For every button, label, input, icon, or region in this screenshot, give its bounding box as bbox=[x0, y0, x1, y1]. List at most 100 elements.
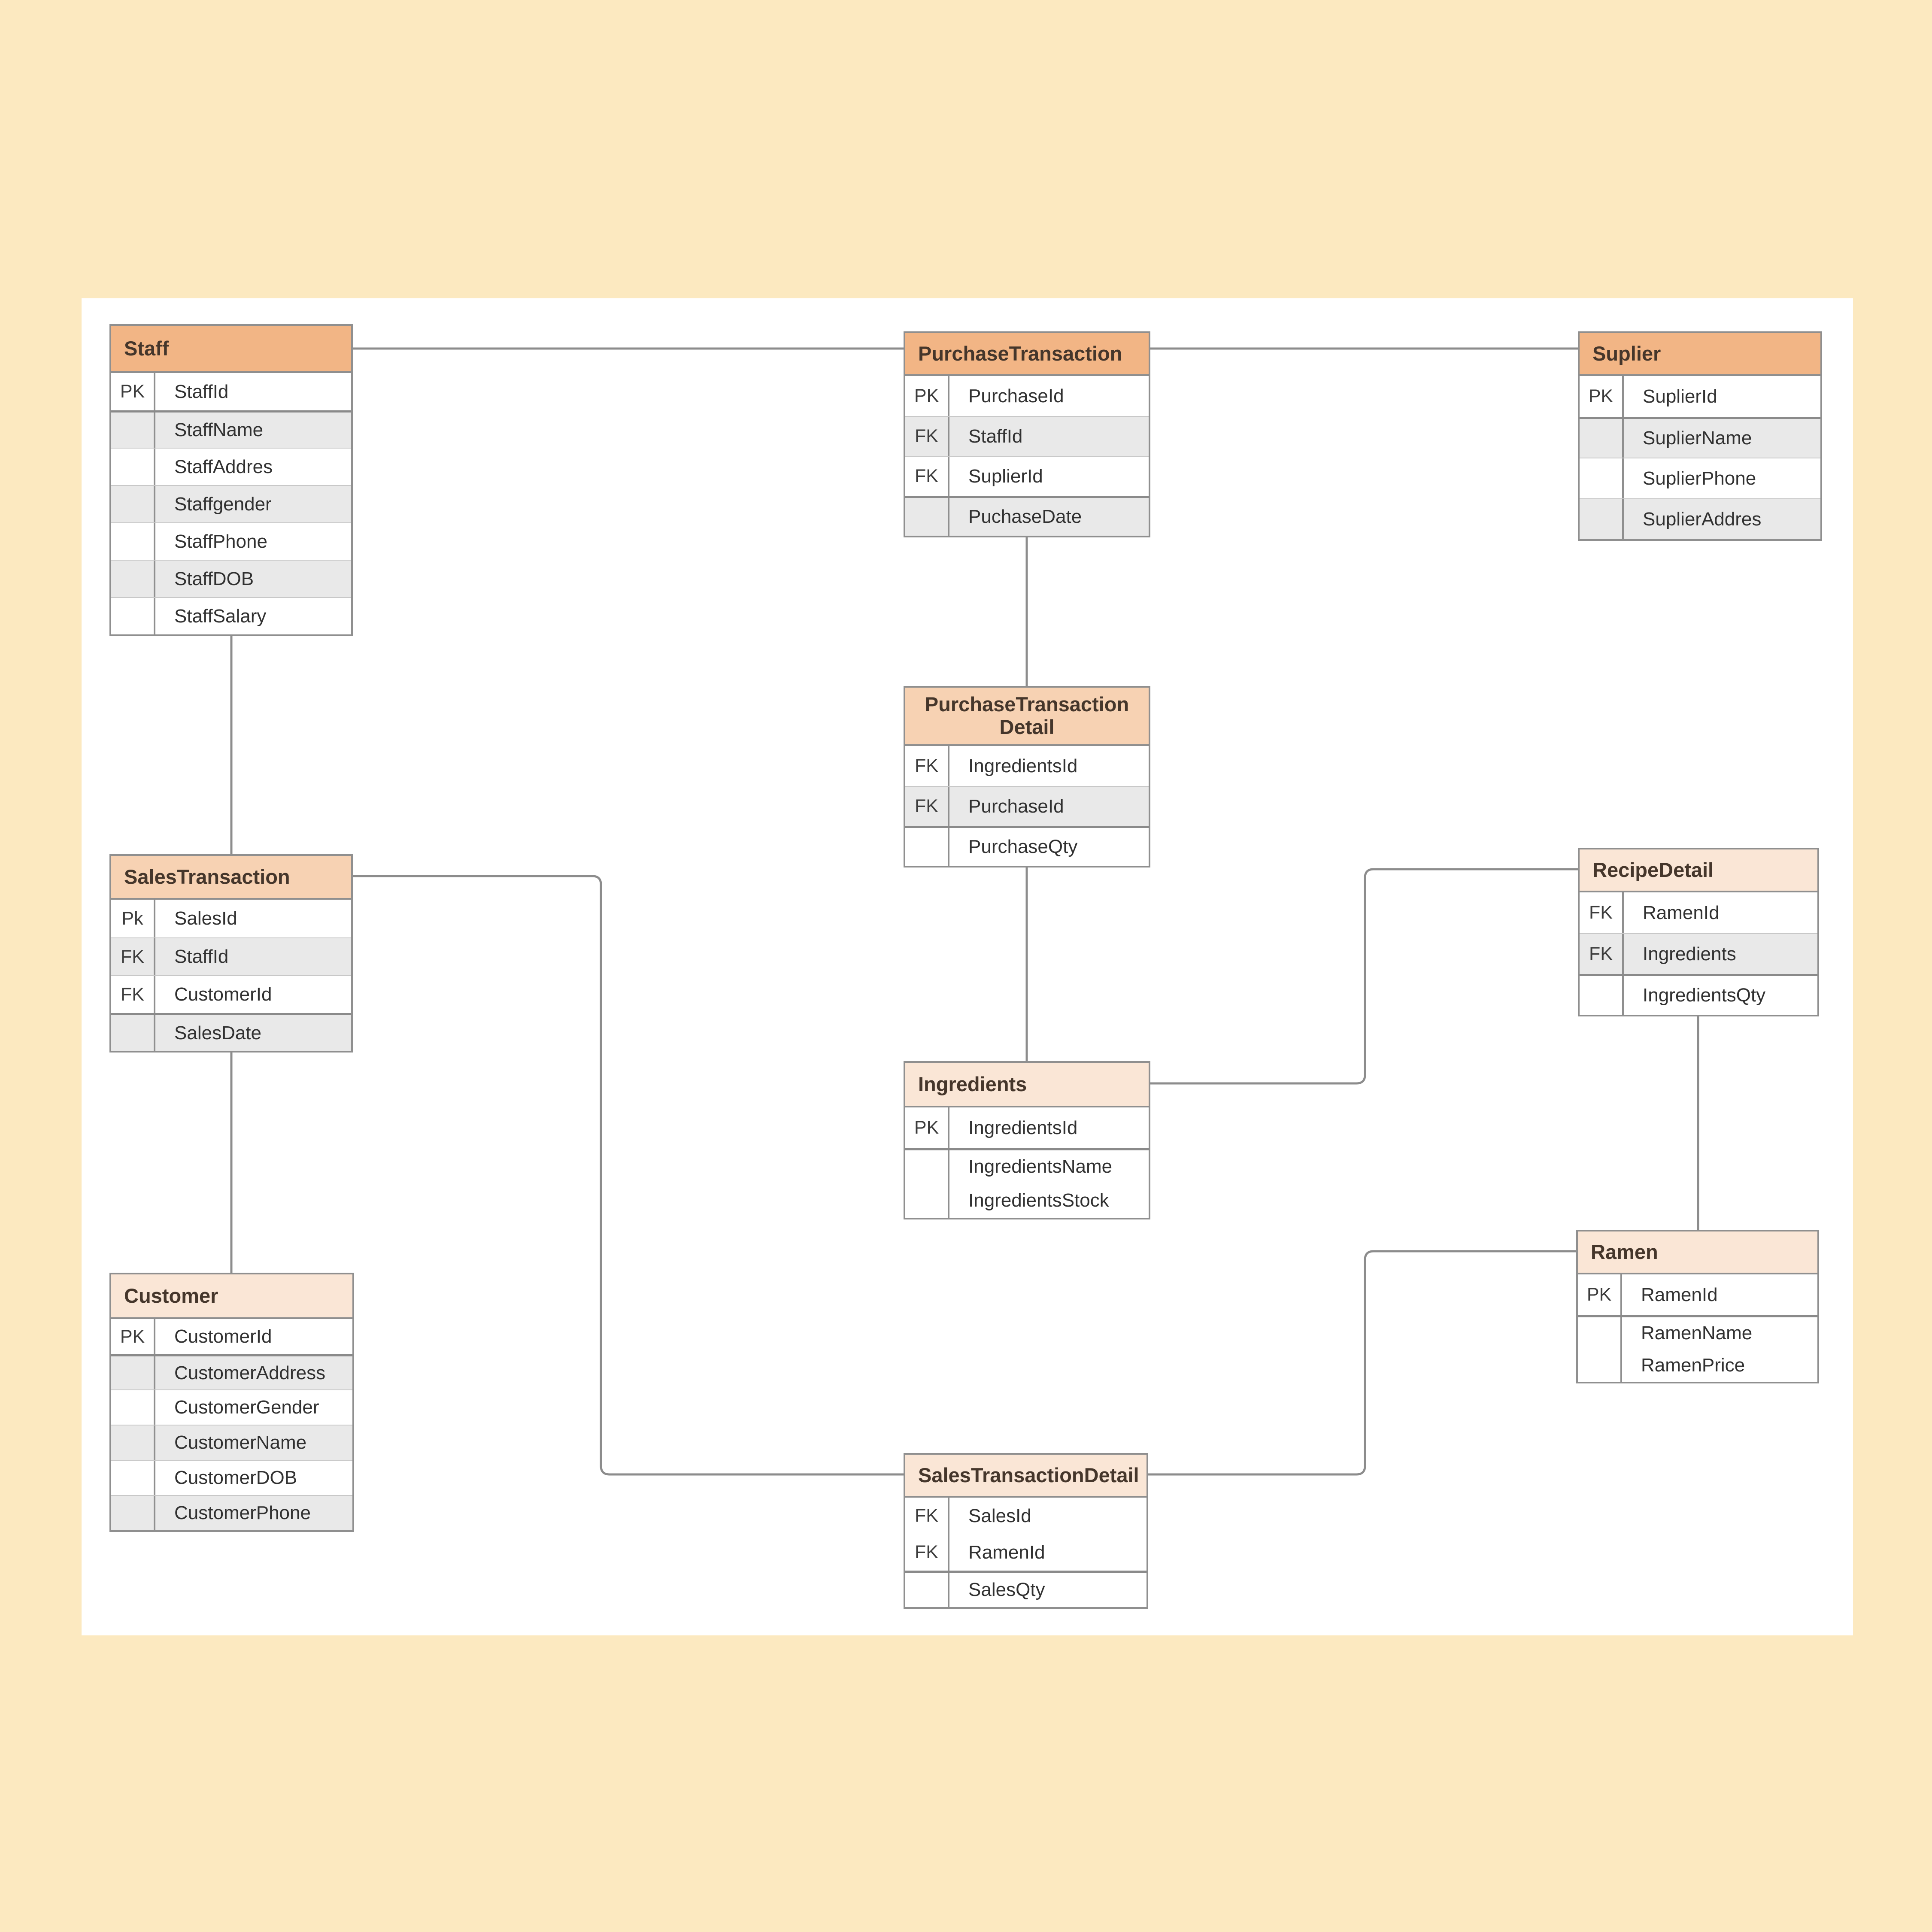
key-badge: FK bbox=[905, 457, 949, 496]
entity-sales_transaction-header[interactable]: SalesTransaction bbox=[111, 856, 351, 900]
key-badge bbox=[111, 1390, 155, 1425]
key-badge bbox=[111, 598, 155, 634]
field-name: SuplierId bbox=[968, 465, 1043, 487]
key-badge bbox=[111, 1461, 155, 1495]
field-name: SuplierId bbox=[1643, 385, 1717, 407]
entity-recipe_detail-header[interactable]: RecipeDetail bbox=[1580, 849, 1817, 892]
field-name: StaffName bbox=[174, 419, 264, 440]
field-row-customerphone: CustomerPhone bbox=[111, 1495, 352, 1530]
field-name: StaffId bbox=[968, 425, 1023, 447]
key-badge bbox=[111, 1356, 155, 1389]
field-name: SuplierName bbox=[1643, 428, 1752, 449]
field-row-puchasedate: PuchaseDate bbox=[905, 496, 1149, 536]
key-badge bbox=[1578, 1317, 1622, 1349]
field-name: CustomerDOB bbox=[174, 1467, 297, 1488]
key-badge bbox=[905, 498, 949, 536]
key-badge bbox=[1580, 419, 1624, 458]
field-name: RamenId bbox=[968, 1541, 1045, 1563]
relationship-line-salestransactiondetail-ramen bbox=[1148, 1250, 1576, 1476]
field-row-salesdate: SalesDate bbox=[111, 1013, 351, 1051]
entity-title: PurchaseTransaction bbox=[918, 342, 1122, 365]
field-name: CustomerGender bbox=[174, 1397, 319, 1418]
key-badge: FK bbox=[905, 1498, 949, 1534]
key-badge: FK bbox=[905, 787, 949, 826]
key-badge bbox=[1580, 458, 1624, 498]
field-name: SuplierPhone bbox=[1643, 467, 1756, 489]
key-badge bbox=[111, 1015, 155, 1051]
entity-purchase_transaction_detail-header[interactable]: PurchaseTransaction Detail bbox=[905, 688, 1149, 746]
key-badge: PK bbox=[111, 1319, 155, 1354]
field-name: RamenPrice bbox=[1641, 1354, 1745, 1376]
entity-suplier-header[interactable]: Suplier bbox=[1580, 333, 1820, 376]
field-row-suplierid: PK SuplierId bbox=[1580, 376, 1820, 417]
key-badge: PK bbox=[1580, 376, 1624, 417]
field-name: RamenId bbox=[1641, 1284, 1718, 1305]
field-name: StaffDOB bbox=[174, 568, 254, 589]
key-badge bbox=[905, 828, 949, 866]
key-badge bbox=[111, 523, 155, 560]
field-row-ramenid: PK RamenId bbox=[1578, 1274, 1817, 1315]
key-badge: FK bbox=[1580, 934, 1624, 974]
field-name: SalesQty bbox=[968, 1579, 1045, 1600]
field-row-staffsalary: StaffSalary bbox=[111, 597, 351, 634]
entity-staff-header[interactable]: Staff bbox=[111, 326, 351, 373]
field-name: CustomerAddress bbox=[174, 1362, 326, 1383]
field-row-suplieraddres: SuplierAddres bbox=[1580, 498, 1820, 539]
field-row-staffgender: Staffgender bbox=[111, 485, 351, 522]
field-name: RamenId bbox=[1643, 902, 1720, 923]
field-name: SalesId bbox=[968, 1505, 1031, 1526]
entity-ramen-header[interactable]: Ramen bbox=[1578, 1231, 1817, 1274]
field-name: PuchaseDate bbox=[968, 506, 1082, 527]
key-badge: PK bbox=[111, 373, 155, 410]
entity-title: Customer bbox=[124, 1284, 218, 1307]
field-row-customerdob: CustomerDOB bbox=[111, 1460, 352, 1495]
field-row-salesid: FK SalesId bbox=[905, 1498, 1146, 1534]
field-name: StaffId bbox=[174, 381, 229, 402]
entity-title: PurchaseTransaction Detail bbox=[925, 693, 1129, 738]
key-badge bbox=[111, 486, 155, 522]
field-row-suplierid: FK SuplierId bbox=[905, 456, 1149, 496]
key-badge: FK bbox=[905, 746, 949, 786]
field-row-supliername: SuplierName bbox=[1580, 417, 1820, 458]
entity-ingredients-header[interactable]: Ingredients bbox=[905, 1063, 1149, 1107]
field-row-staffaddres: StaffAddres bbox=[111, 448, 351, 485]
key-badge bbox=[905, 1573, 949, 1607]
entity-customer-header[interactable]: Customer bbox=[111, 1274, 352, 1319]
key-badge: PK bbox=[1578, 1274, 1622, 1315]
entity-title: SalesTransactionDetail bbox=[918, 1463, 1139, 1486]
key-badge bbox=[111, 1425, 155, 1460]
field-row-customeraddress: CustomerAddress bbox=[111, 1354, 352, 1389]
entity-sales_transaction_detail-header[interactable]: SalesTransactionDetail bbox=[905, 1455, 1146, 1498]
key-badge bbox=[111, 1496, 155, 1530]
key-badge: FK bbox=[111, 938, 155, 975]
entity-title: RecipeDetail bbox=[1592, 858, 1714, 881]
entity-title: Ingredients bbox=[918, 1072, 1027, 1095]
field-row-staffid: PK StaffId bbox=[111, 373, 351, 410]
field-row-customername: CustomerName bbox=[111, 1425, 352, 1460]
key-badge: PK bbox=[905, 1107, 949, 1148]
key-badge bbox=[905, 1150, 949, 1183]
key-badge: FK bbox=[905, 1534, 949, 1571]
field-row-purchaseqty: PurchaseQty bbox=[905, 826, 1149, 866]
entity-purchase_transaction-header[interactable]: PurchaseTransaction bbox=[905, 333, 1149, 376]
field-name: CustomerId bbox=[174, 984, 272, 1005]
